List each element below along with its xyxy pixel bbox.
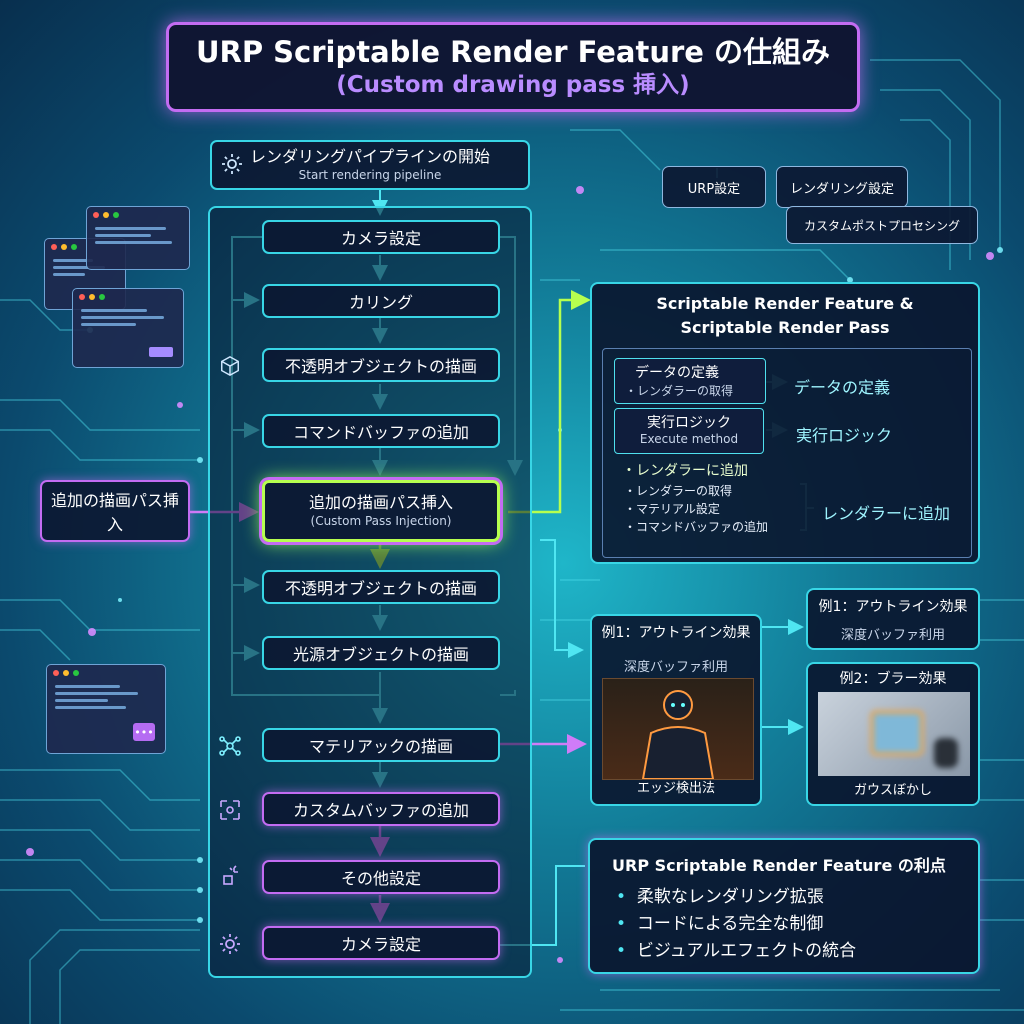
outline-effect-image <box>602 678 754 780</box>
list-item: ・レンダラーの取得 <box>624 484 733 498</box>
panel-title-line1: Scriptable Render Feature & <box>656 294 914 313</box>
add-to-renderer-list: ・レンダラーの取得 ・マテリアル設定 ・コマンドバッファの追加 <box>624 482 768 536</box>
code-window-decoration: ••• <box>46 664 166 754</box>
benefit-item: • ビジュアルエフェクトの統合 <box>616 941 857 961</box>
render-settings-box[interactable]: レンダリング設定 <box>776 166 908 208</box>
step-culling[interactable]: カリング <box>262 284 500 318</box>
benefits-panel: URP Scriptable Render Feature の利点 • 柔軟なレ… <box>588 838 980 974</box>
execute-logic-box[interactable]: 実行ロジック Execute method <box>614 408 764 454</box>
benefits-list: • 柔軟なレンダリング拡張 • コードによる完全な制御 • ビジュアルエフェクト… <box>616 884 856 965</box>
example-outline-small-title: 例1：アウトライン効果 <box>818 599 968 615</box>
step-label: 光源オブジェクトの描画 <box>292 645 469 664</box>
cube-icon <box>216 352 244 380</box>
step-draw-opaque[interactable]: 不透明オブジェクトの描画 <box>262 348 500 382</box>
example-outline-sub: 深度バッファ利用 <box>623 660 728 675</box>
benefit-item: • 柔軟なレンダリング拡張 <box>616 887 824 907</box>
example-outline-title: 例1：アウトライン効果 <box>601 625 751 641</box>
data-definition-title: データの定義 <box>635 365 719 381</box>
step-label: 不透明オブジェクトの描画 <box>284 579 477 598</box>
step-add-custom-buffer[interactable]: カスタムバッファの追加 <box>262 792 500 826</box>
add-to-renderer-label: レンダラーに追加 <box>822 504 951 523</box>
dots-icon: ••• <box>133 723 155 741</box>
step-custom-pass-injection[interactable]: 追加の描画パス挿入 (Custom Pass Injection) <box>262 480 500 542</box>
title-banner: URP Scriptable Render Feature の仕組み (Cust… <box>166 22 860 112</box>
benefit-item: • コードによる完全な制御 <box>616 914 824 934</box>
page-title: URP Scriptable Render Feature の仕組み <box>195 35 831 69</box>
step-camera-setup-end[interactable]: カメラ設定 <box>262 926 500 960</box>
step-label: その他設定 <box>340 869 421 888</box>
custom-pass-callout[interactable]: 追加の描画パス挿入 <box>40 480 190 542</box>
step-label: マテリアックの描画 <box>308 737 453 756</box>
gear-icon <box>216 930 244 958</box>
page-subtitle: (Custom drawing pass 挿入) <box>336 72 690 98</box>
step-camera-setup[interactable]: カメラ設定 <box>262 220 500 254</box>
example-outline-small: 例1：アウトライン効果 深度バッファ利用 <box>806 588 980 650</box>
spark-icon <box>216 862 244 890</box>
callout-label: 追加の描画パス挿入 <box>50 491 179 534</box>
example-blur-title: 例2：ブラー効果 <box>839 671 947 687</box>
nodes-icon <box>216 732 244 760</box>
pipeline-start-sublabel: Start rendering pipeline <box>298 168 442 182</box>
panel-inner <box>602 348 972 558</box>
code-window-decoration <box>72 288 184 368</box>
data-definition-label: データの定義 <box>794 378 891 397</box>
pipeline-start-label: レンダリングパイプラインの開始 <box>249 147 490 166</box>
step-label: カメラ設定 <box>340 229 421 248</box>
step-draw-opaque-2[interactable]: 不透明オブジェクトの描画 <box>262 570 500 604</box>
list-item: ・マテリアル設定 <box>624 502 720 516</box>
render-settings-label: レンダリング設定 <box>789 181 894 197</box>
blur-effect-image <box>818 692 970 776</box>
step-sublabel: (Custom Pass Injection) <box>310 514 452 528</box>
step-draw-lights[interactable]: 光源オブジェクトの描画 <box>262 636 500 670</box>
expand-icon <box>216 796 244 824</box>
list-item: ・コマンドバッファの追加 <box>624 520 769 534</box>
execute-logic-sub: Execute method <box>639 432 739 446</box>
benefits-title: URP Scriptable Render Feature の利点 <box>612 856 946 875</box>
custom-postprocess-box[interactable]: カスタムポストプロセシング <box>786 206 978 244</box>
example-outline-caption: エッジ検出法 <box>636 781 715 796</box>
custom-postprocess-label: カスタムポストプロセシング <box>803 218 960 233</box>
step-add-command-buffer[interactable]: コマンドバッファの追加 <box>262 414 500 448</box>
step-label: カスタムバッファの追加 <box>292 801 469 820</box>
example-blur-caption: ガウスぼかし <box>853 783 932 798</box>
example-outline-panel: 例1：アウトライン効果 深度バッファ利用 エッジ検出法 <box>590 614 762 806</box>
example-blur-panel: 例2：ブラー効果 ガウスぼかし <box>806 662 980 806</box>
code-window-decoration <box>86 206 190 270</box>
step-label: 不透明オブジェクトの描画 <box>284 357 477 376</box>
gear-icon <box>218 150 246 178</box>
execute-logic-title: 実行ロジック <box>647 415 731 431</box>
data-definition-sub: ・レンダラーの取得 <box>625 384 734 398</box>
step-label: カリング <box>348 293 413 312</box>
urp-settings-box[interactable]: URP設定 <box>662 166 766 208</box>
pipeline-start-box: レンダリングパイプラインの開始 Start rendering pipeline <box>210 140 530 190</box>
data-definition-box[interactable]: データの定義 ・レンダラーの取得 <box>614 358 766 404</box>
panel-title-line2: Scriptable Render Pass <box>680 318 890 337</box>
step-draw-materials[interactable]: マテリアックの描画 <box>262 728 500 762</box>
step-label: コマンドバッファの追加 <box>292 423 469 442</box>
add-to-renderer-title: ・レンダラーに追加 <box>622 463 748 479</box>
step-label: 追加の描画パス挿入 <box>308 493 453 512</box>
step-label: カメラ設定 <box>340 935 421 954</box>
example-outline-small-sub: 深度バッファ利用 <box>840 628 945 643</box>
render-feature-panel: Scriptable Render Feature & Scriptable R… <box>590 282 980 564</box>
execute-logic-label: 実行ロジック <box>796 426 893 445</box>
step-other-settings[interactable]: その他設定 <box>262 860 500 894</box>
urp-settings-label: URP設定 <box>687 181 741 197</box>
